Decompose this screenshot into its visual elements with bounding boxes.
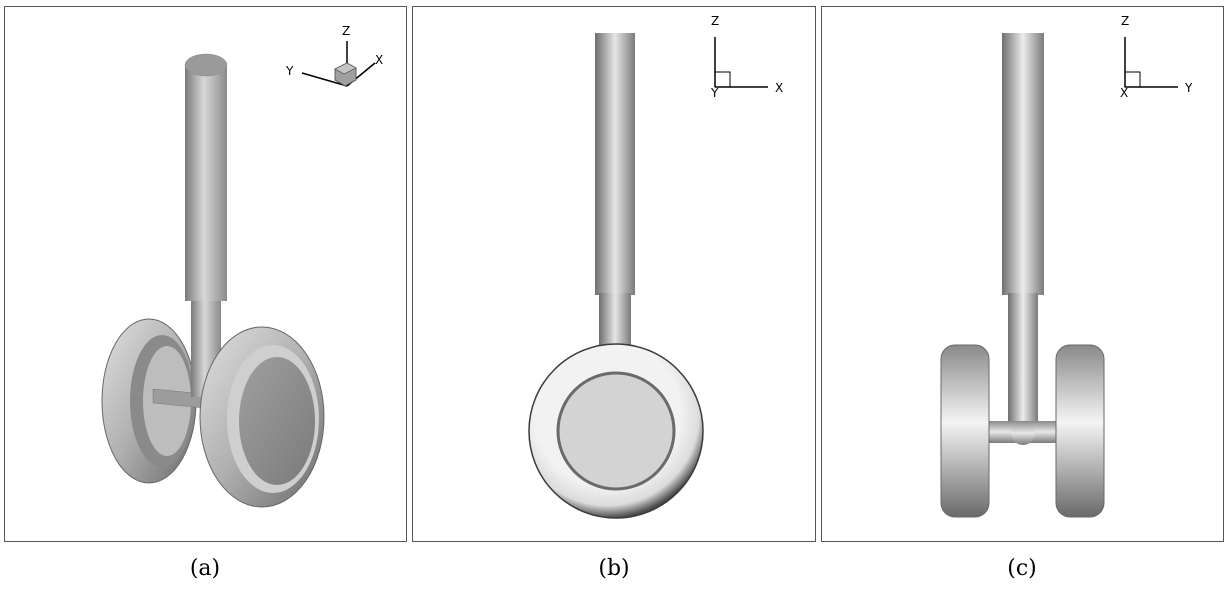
caption-b: (b)	[598, 556, 630, 581]
axis-triad: Z Y X	[285, 24, 383, 87]
axis-label-x: X	[1120, 86, 1128, 100]
axis-label-z: Z	[342, 24, 350, 38]
panel-c-front: Z X Y	[821, 6, 1224, 542]
caption-c: (c)	[1007, 556, 1037, 581]
panel-a-isometric: Z Y X	[4, 6, 407, 542]
axis-label-z: Z	[1121, 14, 1129, 28]
tire-side	[528, 343, 704, 519]
upper-strut	[595, 33, 635, 295]
axis-triad: Z X Y	[1120, 14, 1193, 100]
right-tire	[1055, 344, 1105, 518]
axis-label-y: Y	[1184, 81, 1193, 95]
axis-label-y: Y	[285, 64, 294, 78]
upper-strut	[1002, 33, 1044, 295]
axis-label-x: X	[775, 81, 783, 95]
front-tire	[199, 326, 325, 508]
landing-gear-side: Z Y X	[528, 14, 783, 519]
panel-b-side: Z Y X	[412, 6, 816, 542]
strut-top-cap	[184, 53, 228, 77]
lower-strut	[599, 293, 631, 349]
axle-hub	[1011, 421, 1035, 445]
axis-label-x: X	[375, 53, 383, 67]
left-tire	[940, 344, 990, 518]
caption-a: (a)	[189, 556, 221, 581]
lower-strut	[1008, 293, 1038, 441]
axis-label-z: Z	[711, 14, 719, 28]
landing-gear-front: Z X Y	[940, 14, 1193, 518]
landing-gear-isometric: Z Y X	[101, 24, 383, 508]
upper-strut	[185, 65, 227, 301]
axis-triad: Z Y X	[710, 14, 783, 100]
axis-label-y: Y	[710, 86, 719, 100]
